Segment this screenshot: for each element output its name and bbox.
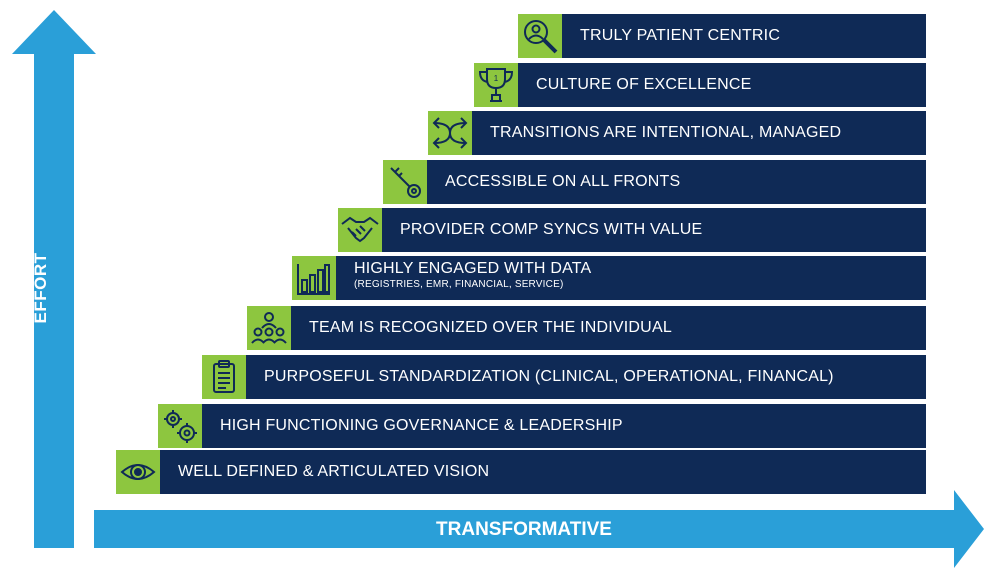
step-label: TRULY PATIENT CENTRIC xyxy=(580,27,781,44)
step-label: WELL DEFINED & ARTICULATED VISION xyxy=(178,463,490,480)
step-label: CULTURE OF EXCELLENCE xyxy=(536,76,752,93)
step-accessible: ACCESSIBLE ON ALL FRONTS xyxy=(383,160,926,204)
bar-chart-icon xyxy=(292,256,336,300)
step-standardization: PURPOSEFUL STANDARDIZATION (CLINICAL, OP… xyxy=(202,355,926,399)
step-team: TEAM IS RECOGNIZED OVER THE INDIVIDUAL xyxy=(247,306,926,350)
step-provider-comp: PROVIDER COMP SYNCS WITH VALUE xyxy=(338,208,926,252)
step-sublabel: (REGISTRIES, EMR, FINANCIAL, SERVICE) xyxy=(354,279,564,290)
handshake-icon xyxy=(338,208,382,252)
transformative-arrow xyxy=(94,490,984,568)
step-label: TRANSITIONS ARE INTENTIONAL, MANAGED xyxy=(490,124,842,141)
trophy-number: 1 xyxy=(494,74,499,83)
effort-axis-label: EFFORT xyxy=(31,252,50,324)
step-label: TEAM IS RECOGNIZED OVER THE INDIVIDUAL xyxy=(309,319,672,336)
key-icon xyxy=(383,160,427,204)
team-icon xyxy=(247,306,291,350)
step-label: ACCESSIBLE ON ALL FRONTS xyxy=(445,173,681,190)
effort-arrow xyxy=(12,10,96,548)
step-label: HIGH FUNCTIONING GOVERNANCE & LEADERSHIP xyxy=(220,417,623,434)
crossing-arrows-icon xyxy=(428,111,472,155)
step-data: HIGHLY ENGAGED WITH DATA (REGISTRIES, EM… xyxy=(292,256,926,300)
step-excellence: 1 CULTURE OF EXCELLENCE xyxy=(474,63,926,107)
step-label: PROVIDER COMP SYNCS WITH VALUE xyxy=(400,221,703,238)
eye-icon xyxy=(116,450,160,494)
step-patient-centric: TRULY PATIENT CENTRIC xyxy=(518,14,926,58)
step-label: HIGHLY ENGAGED WITH DATA (REGISTRIES, EM… xyxy=(354,260,591,304)
gears-icon xyxy=(158,404,202,448)
step-governance: HIGH FUNCTIONING GOVERNANCE & LEADERSHIP xyxy=(158,404,926,448)
step-vision: WELL DEFINED & ARTICULATED VISION xyxy=(116,450,926,494)
step-transitions: TRANSITIONS ARE INTENTIONAL, MANAGED xyxy=(428,111,926,155)
magnifier-person-icon xyxy=(518,14,562,58)
step-title: HIGHLY ENGAGED WITH DATA xyxy=(354,260,592,277)
step-label: PURPOSEFUL STANDARDIZATION (CLINICAL, OP… xyxy=(264,368,834,385)
trophy-icon: 1 xyxy=(474,63,518,107)
transformative-axis-label: TRANSFORMATIVE xyxy=(436,519,612,540)
clipboard-icon xyxy=(202,355,246,399)
